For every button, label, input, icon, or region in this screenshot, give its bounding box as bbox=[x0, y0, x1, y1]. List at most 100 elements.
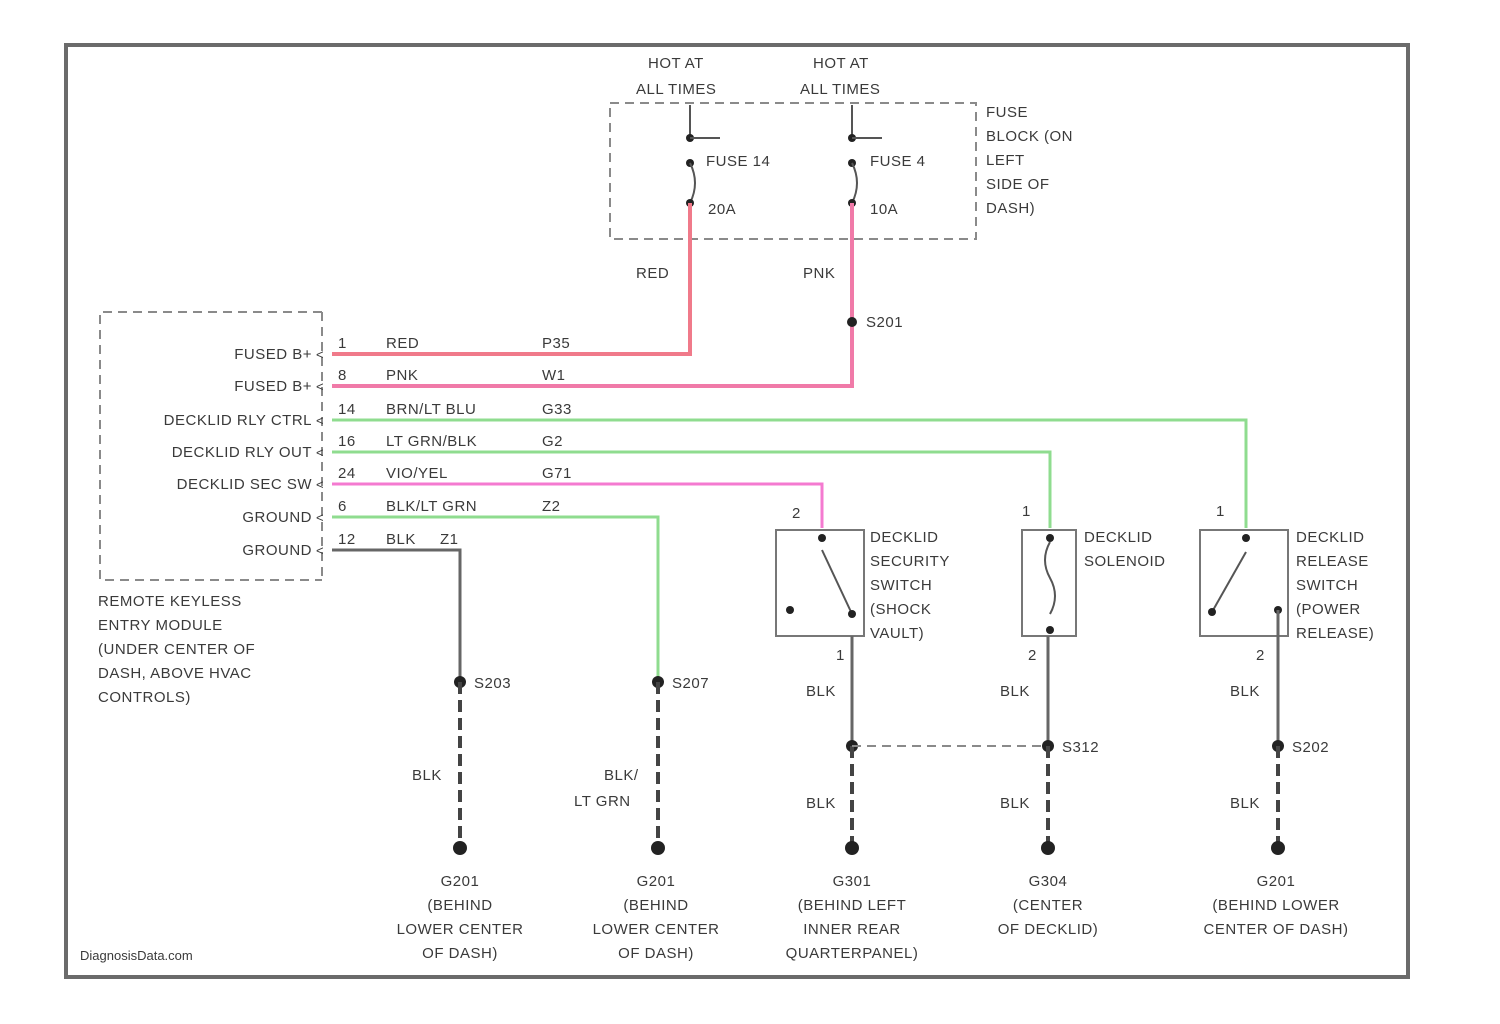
wire-pnk-w1 bbox=[332, 203, 852, 386]
fuse-block-label-2: BLOCK (ON bbox=[986, 128, 1073, 145]
security-switch-label-1: DECKLID bbox=[870, 529, 939, 546]
svg-text:LOWER CENTER: LOWER CENTER bbox=[397, 921, 524, 938]
svg-text:G201: G201 bbox=[637, 873, 676, 890]
svg-text:(BEHIND: (BEHIND bbox=[623, 897, 688, 914]
svg-text:(BEHIND: (BEHIND bbox=[427, 897, 492, 914]
security-switch-label-4: (SHOCK bbox=[870, 601, 931, 618]
fuse4-symbol bbox=[852, 163, 857, 203]
fuse4-amp: 10A bbox=[870, 201, 898, 218]
module-pin-wire-color: BLK/LT GRN bbox=[386, 498, 477, 515]
module-pin-circuit: G2 bbox=[542, 433, 563, 450]
wire-label-blk-s203: BLK bbox=[412, 767, 442, 784]
ground-g201-dot-3 bbox=[1271, 841, 1285, 855]
svg-text:OF DASH): OF DASH) bbox=[422, 945, 498, 962]
svg-text:G201: G201 bbox=[441, 873, 480, 890]
wire-label-red-top: RED bbox=[636, 265, 669, 282]
wire-z2-ground bbox=[332, 517, 658, 682]
fuse-block-box bbox=[610, 103, 976, 239]
module-pin-number: 1 bbox=[338, 335, 347, 352]
ground-label-g304: G304 (CENTER OF DECKLID) bbox=[998, 873, 1099, 938]
svg-text:G201: G201 bbox=[1257, 873, 1296, 890]
ground-label-g201-1: G201 (BEHIND LOWER CENTER OF DASH) bbox=[397, 873, 524, 962]
svg-text:(CENTER: (CENTER bbox=[1013, 897, 1083, 914]
ground-label-g201-2: G201 (BEHIND LOWER CENTER OF DASH) bbox=[593, 873, 720, 962]
module-pin-name: FUSED B+ bbox=[234, 378, 312, 395]
splice-s203-label: S203 bbox=[474, 675, 511, 692]
solenoid-contact-top bbox=[1046, 534, 1054, 542]
security-switch-label-5: VAULT) bbox=[870, 625, 924, 642]
module-pin-number: 6 bbox=[338, 498, 347, 515]
module-pin-wire-color: BLK bbox=[386, 531, 416, 548]
module-pin-wire-color: VIO/YEL bbox=[386, 465, 448, 482]
fuse-block-label-5: DASH) bbox=[986, 200, 1035, 217]
module-pin-circuit: Z2 bbox=[542, 498, 561, 515]
module-pin-number: 16 bbox=[338, 433, 356, 450]
release-switch-pin-bottom: 2 bbox=[1256, 647, 1265, 664]
wire-label-rel-blk-top: BLK bbox=[1230, 683, 1260, 700]
security-switch-contact-bottom bbox=[848, 610, 856, 618]
svg-text:(BEHIND LEFT: (BEHIND LEFT bbox=[798, 897, 907, 914]
module-pin-name: GROUND bbox=[242, 542, 312, 559]
release-switch-label-5: RELEASE) bbox=[1296, 625, 1374, 642]
svg-text:QUARTERPANEL): QUARTERPANEL) bbox=[786, 945, 919, 962]
wire-label-sol-blk-top: BLK bbox=[1000, 683, 1030, 700]
wire-label-sec-blk-bot: BLK bbox=[806, 795, 836, 812]
decklid-release-switch-box bbox=[1200, 530, 1288, 636]
module-caption-2: ENTRY MODULE bbox=[98, 617, 223, 634]
module-pin-wire-color: PNK bbox=[386, 367, 418, 384]
svg-text:OF DASH): OF DASH) bbox=[618, 945, 694, 962]
module-pin-connector: < bbox=[316, 543, 324, 558]
wire-label-rel-blk-bot: BLK bbox=[1230, 795, 1260, 812]
solenoid-contact-bottom bbox=[1046, 626, 1054, 634]
module-pin-number: 12 bbox=[338, 531, 356, 548]
svg-text:G301: G301 bbox=[833, 873, 872, 890]
module-pin-connector: < bbox=[316, 413, 324, 428]
module-pin-circuit: P35 bbox=[542, 335, 570, 352]
solenoid-pin-top: 1 bbox=[1022, 503, 1031, 520]
module-caption-4: DASH, ABOVE HVAC bbox=[98, 665, 252, 682]
security-switch-pin-top: 2 bbox=[792, 505, 801, 522]
wire-z1-ground bbox=[332, 550, 460, 682]
svg-text:(BEHIND LOWER: (BEHIND LOWER bbox=[1212, 897, 1339, 914]
security-switch-contact-open bbox=[786, 606, 794, 614]
module-pin-number: 14 bbox=[338, 401, 356, 418]
fuse14-amp: 20A bbox=[708, 201, 736, 218]
fuse-block-label-3: LEFT bbox=[986, 152, 1025, 169]
module-caption-1: REMOTE KEYLESS bbox=[98, 593, 242, 610]
wire-label-sec-blk-top: BLK bbox=[806, 683, 836, 700]
module-caption-3: (UNDER CENTER OF bbox=[98, 641, 255, 658]
module-pin-connector: < bbox=[316, 347, 324, 362]
ground-g304-dot bbox=[1041, 841, 1055, 855]
fuse-block-label-1: FUSE bbox=[986, 104, 1028, 121]
svg-text:LOWER CENTER: LOWER CENTER bbox=[593, 921, 720, 938]
wire-label-blk-ltgrn-1: BLK/ bbox=[604, 767, 639, 784]
release-switch-label-2: RELEASE bbox=[1296, 553, 1369, 570]
release-switch-pin-top: 1 bbox=[1216, 503, 1225, 520]
hot-at-all-times-1-line1: HOT AT bbox=[648, 55, 704, 72]
module-pin-connector: < bbox=[316, 445, 324, 460]
release-switch-label-1: DECKLID bbox=[1296, 529, 1365, 546]
module-pin-name: GROUND bbox=[242, 509, 312, 526]
module-pin-connector: < bbox=[316, 477, 324, 492]
module-pin-name: DECKLID RLY CTRL bbox=[164, 412, 312, 429]
release-switch-contact-open bbox=[1208, 608, 1216, 616]
splice-s312-label: S312 bbox=[1062, 739, 1099, 756]
module-pin-name: DECKLID SEC SW bbox=[177, 476, 313, 493]
module-pin-circuit: G71 bbox=[542, 465, 572, 482]
release-switch-label-3: SWITCH bbox=[1296, 577, 1358, 594]
module-caption-5: CONTROLS) bbox=[98, 689, 191, 706]
watermark: DiagnosisData.com bbox=[80, 948, 193, 963]
module-pin-name: DECKLID RLY OUT bbox=[172, 444, 312, 461]
release-switch-contact-top bbox=[1242, 534, 1250, 542]
module-pin-circuit: G33 bbox=[542, 401, 572, 418]
svg-text:OF DECKLID): OF DECKLID) bbox=[998, 921, 1099, 938]
module-pin-wire-color: RED bbox=[386, 335, 419, 352]
svg-text:INNER REAR: INNER REAR bbox=[803, 921, 901, 938]
module-pin-number: 8 bbox=[338, 367, 347, 384]
security-switch-label-3: SWITCH bbox=[870, 577, 932, 594]
svg-text:CENTER OF DASH): CENTER OF DASH) bbox=[1203, 921, 1348, 938]
module-pin-wire-color: BRN/LT BLU bbox=[386, 401, 476, 418]
wire-label-blk-ltgrn-2: LT GRN bbox=[574, 793, 631, 810]
module-pin-wire-color: LT GRN/BLK bbox=[386, 433, 477, 450]
